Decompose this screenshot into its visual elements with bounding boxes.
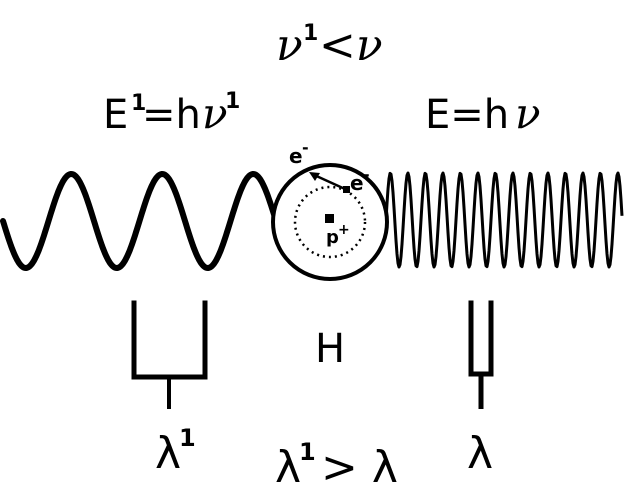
absorbed-photon-energy: E=h ν	[425, 89, 541, 138]
electron-right-charge: -	[363, 165, 370, 184]
electron-dot-inner	[343, 186, 350, 193]
electron-right-label: e	[350, 171, 364, 195]
nu-prime-symbol: ν	[276, 20, 303, 71]
electron-top-charge: -	[302, 138, 309, 157]
greater-than-lambda: > λ	[307, 442, 398, 489]
nu-prime-mark: 1	[303, 21, 318, 46]
frequency-relation: ν 1 <ν	[276, 20, 383, 71]
nu-prime-frequency-mark: 1	[225, 89, 240, 114]
wavelength-relation: λ 1 > λ	[275, 438, 398, 489]
lambda-prime-mark: 1	[179, 424, 196, 452]
lambda-symbol: λ	[467, 428, 493, 479]
electron-top-label: e	[289, 144, 303, 168]
proton-dot	[325, 214, 334, 223]
long-wavelength-label: λ 1	[155, 424, 196, 479]
relation-prime-mark: 1	[299, 438, 316, 466]
proton-charge: +	[338, 222, 350, 238]
hydrogen-label: H	[315, 326, 345, 372]
emitted-photon-energy: E 1 =h ν 1	[103, 89, 240, 138]
relation-lambda-prime: λ	[275, 442, 301, 489]
long-wavelength-bracket	[131, 300, 208, 409]
inner-orbit	[293, 185, 367, 259]
lambda-prime-symbol: λ	[155, 428, 181, 479]
energy-prime-mark: 1	[131, 91, 146, 116]
bracket-right	[468, 300, 494, 377]
energy-equals-planck: E=h	[425, 92, 509, 138]
proton-label: p	[326, 227, 339, 248]
bracket-left	[131, 300, 208, 380]
long-wavelength-wave	[0, 171, 277, 271]
energy-symbol: E	[103, 92, 128, 138]
short-wavelength-wave	[384, 171, 624, 269]
hydrogen-atom: p + e - e - H	[271, 138, 389, 372]
short-wavelength-bracket	[468, 300, 494, 409]
less-than-nu: <ν	[319, 20, 383, 71]
nu-prime-frequency: ν	[202, 89, 228, 138]
arrow-head	[309, 172, 320, 181]
equals-planck: =h	[142, 92, 201, 138]
nu-frequency: ν	[515, 89, 541, 138]
